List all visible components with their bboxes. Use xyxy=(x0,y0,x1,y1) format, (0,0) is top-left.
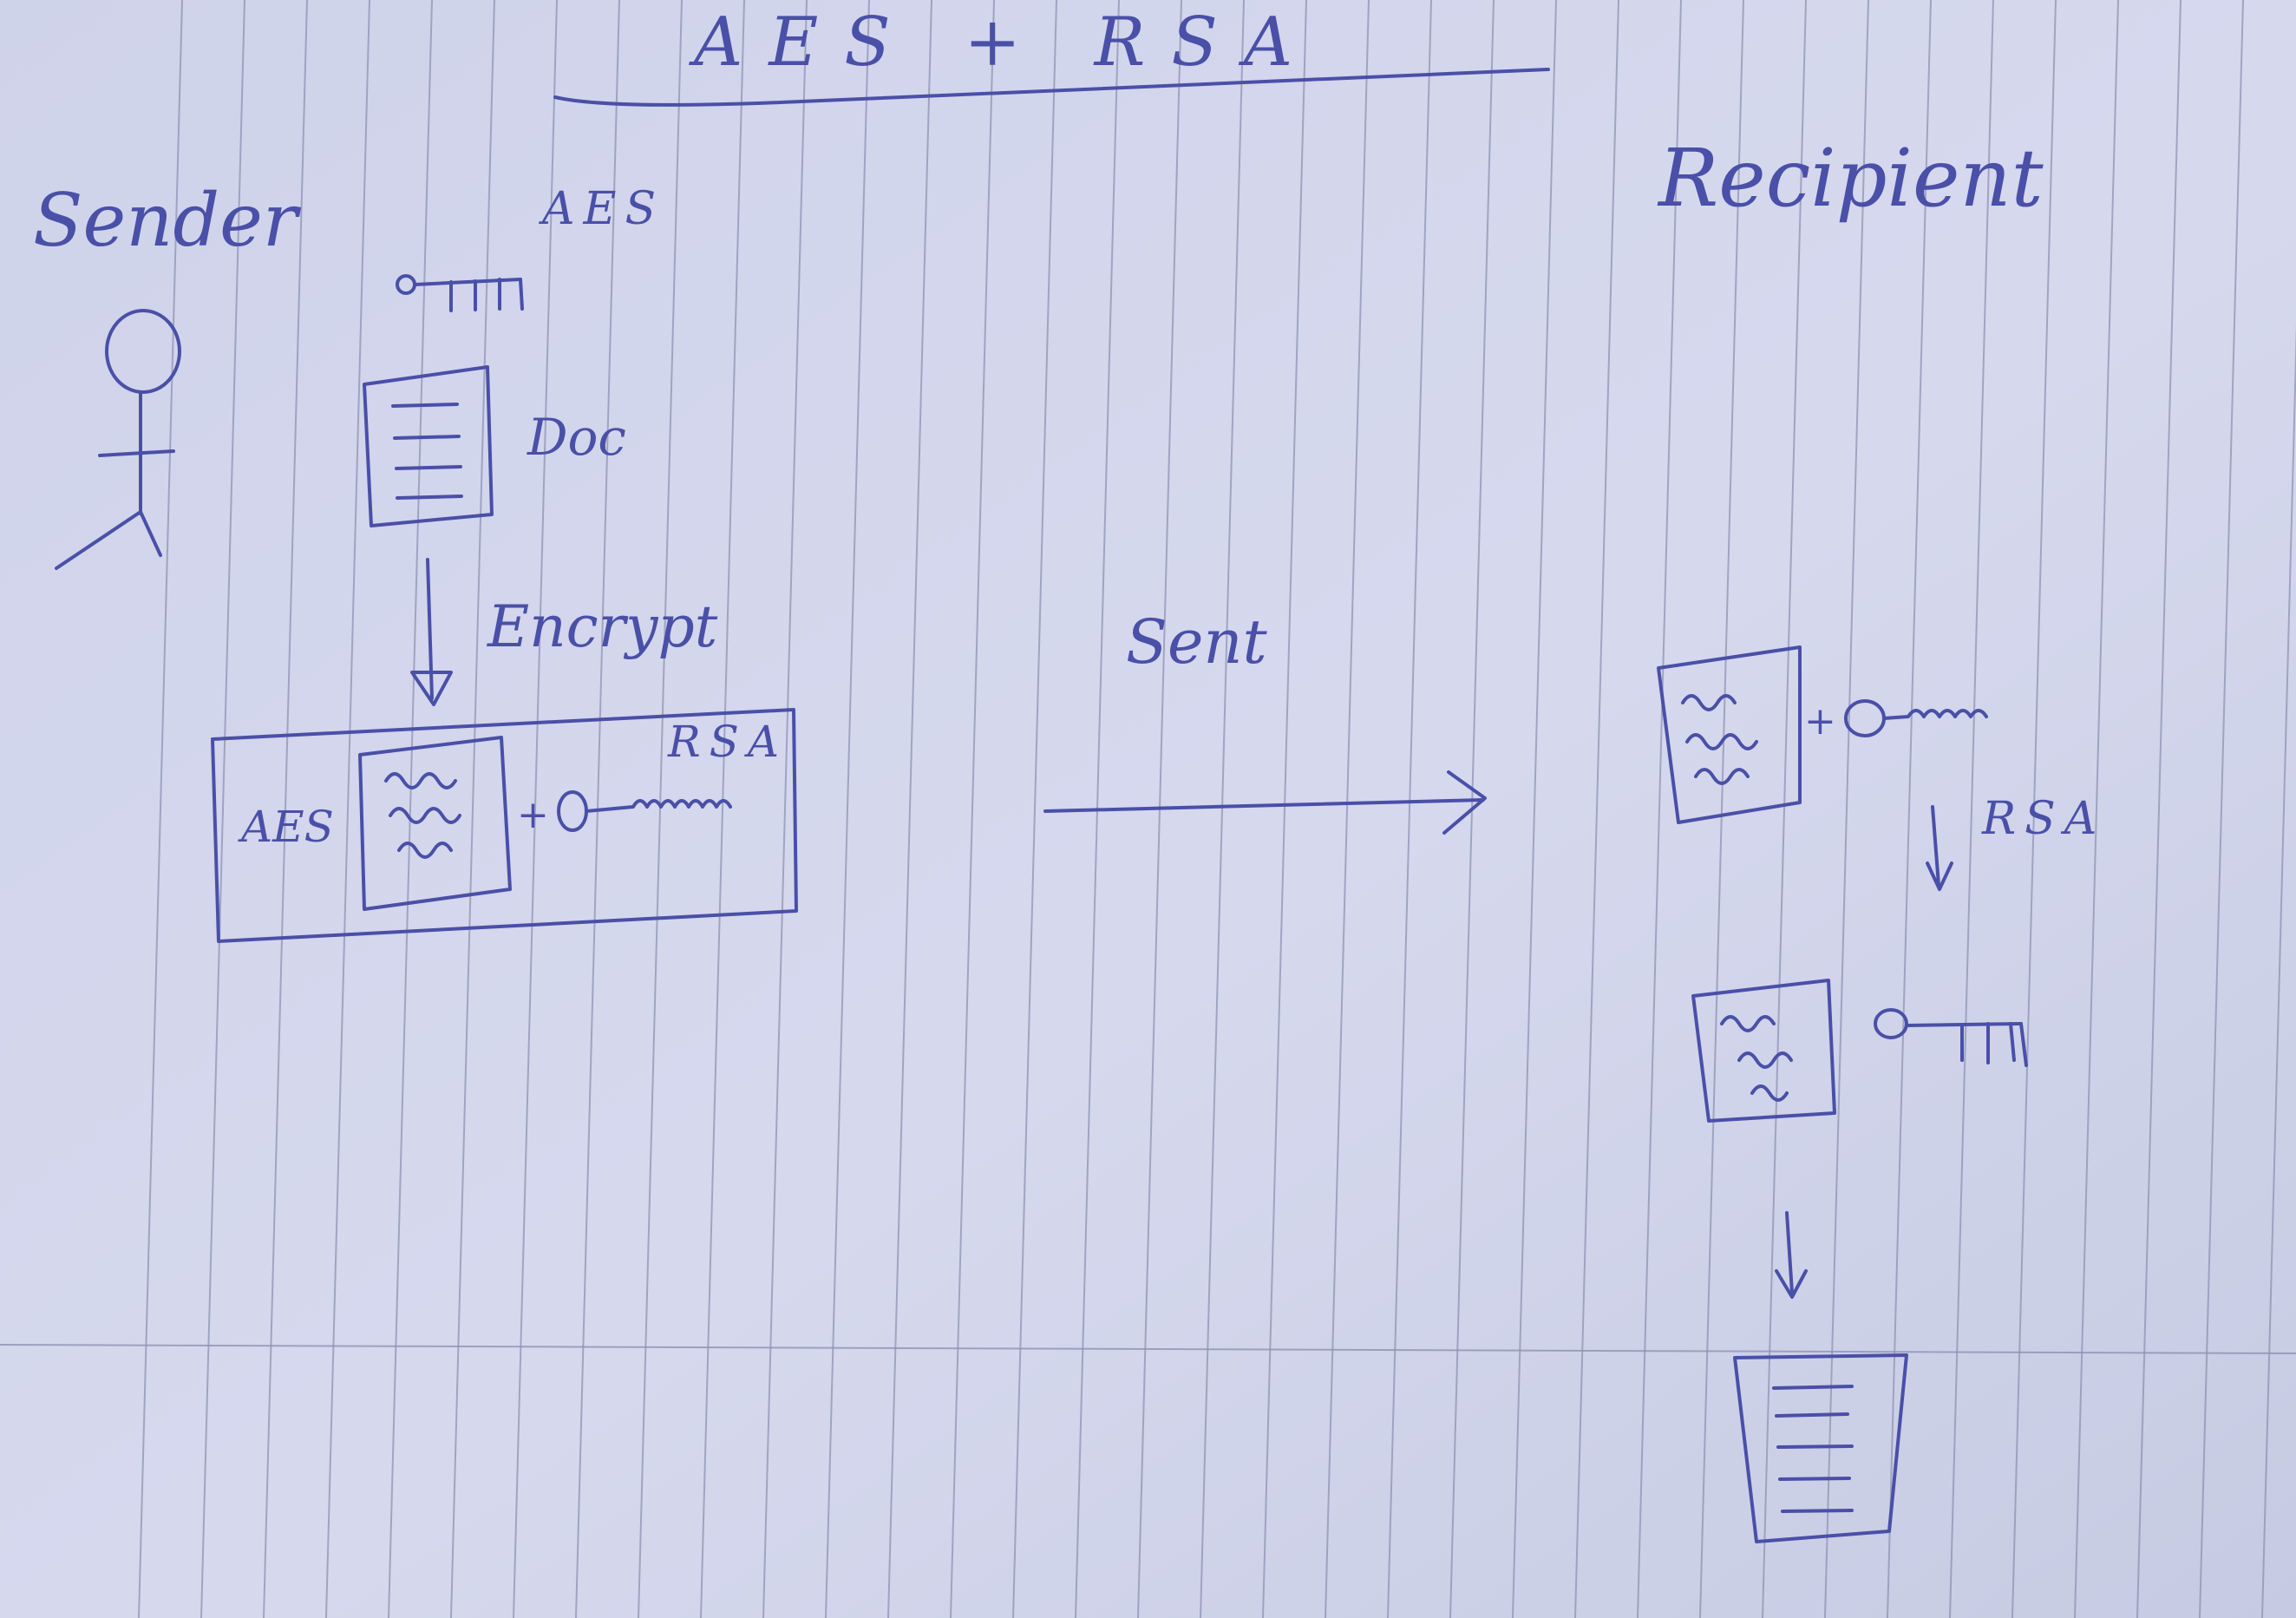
ruling-line xyxy=(450,0,495,1618)
diagram-title: AES + RSA xyxy=(694,3,1319,82)
ruling-line xyxy=(1637,0,1682,1618)
ruling-line xyxy=(2261,323,2296,1618)
ruling-line xyxy=(263,0,308,1618)
ruling-line xyxy=(2074,0,2119,1618)
ruling-line xyxy=(1387,0,1432,1618)
ruling-line xyxy=(1512,0,1557,1618)
ruling-line xyxy=(1200,0,1245,1618)
title-underline xyxy=(553,68,1550,107)
recipient-encrypted-document-icon xyxy=(1657,645,1802,824)
rsa-key-icon xyxy=(557,790,732,832)
ruling-line xyxy=(1762,0,1807,1618)
recipient-encrypted-document-2-icon xyxy=(1691,979,1836,1123)
stick-figure-icon xyxy=(55,309,181,570)
document-icon xyxy=(363,365,494,527)
ruling-line xyxy=(2136,0,2182,1618)
recipient-label: Recipient xyxy=(1658,132,2044,225)
ruling-line xyxy=(1574,0,1619,1618)
recipient-aes-key-icon xyxy=(1874,1008,2028,1067)
recipient-plus-sign: + xyxy=(1804,699,1836,743)
encrypt-label: Encrypt xyxy=(487,593,718,660)
package-rsa-label: RSA xyxy=(668,717,788,767)
encrypted-document-icon xyxy=(358,736,512,911)
ruling-line xyxy=(1699,0,1744,1618)
ruling-line xyxy=(513,0,558,1618)
ruling-line xyxy=(1325,0,1370,1618)
arrow-down-icon xyxy=(410,558,453,706)
package-plus-sign: + xyxy=(517,793,549,837)
ruling-line xyxy=(200,0,245,1618)
ruling-line xyxy=(638,0,683,1618)
ruling-line xyxy=(325,0,370,1618)
final-arrow-down-icon xyxy=(1775,1211,1808,1299)
decrypted-document-icon xyxy=(1733,1353,1908,1543)
ruling-line xyxy=(138,0,183,1618)
ruling-line xyxy=(1262,0,1307,1618)
doc-label: Doc xyxy=(527,408,626,467)
encrypted-package xyxy=(211,708,798,943)
package-aes-label: AES xyxy=(241,802,334,852)
sender-label: Sender xyxy=(33,178,298,263)
recipient-rsa-key-icon xyxy=(1844,699,1988,737)
arrow-right-icon xyxy=(1043,770,1487,835)
aes-key-label: AES xyxy=(542,183,665,235)
sent-label: Sent xyxy=(1126,606,1267,678)
recipient-rsa-label: RSA xyxy=(1982,793,2106,845)
key-icon xyxy=(396,274,524,312)
ruling-line xyxy=(2199,0,2244,1618)
ruling-line xyxy=(700,0,745,1618)
ruling-line xyxy=(388,0,433,1618)
recipient-arrow-down-icon xyxy=(1926,805,1953,891)
ruling-line xyxy=(1824,0,1869,1618)
ruling-line xyxy=(1887,0,1932,1618)
ruling-line xyxy=(1949,0,1994,1618)
page-fold-line xyxy=(0,1344,2296,1354)
ruling-line xyxy=(2011,0,2057,1618)
